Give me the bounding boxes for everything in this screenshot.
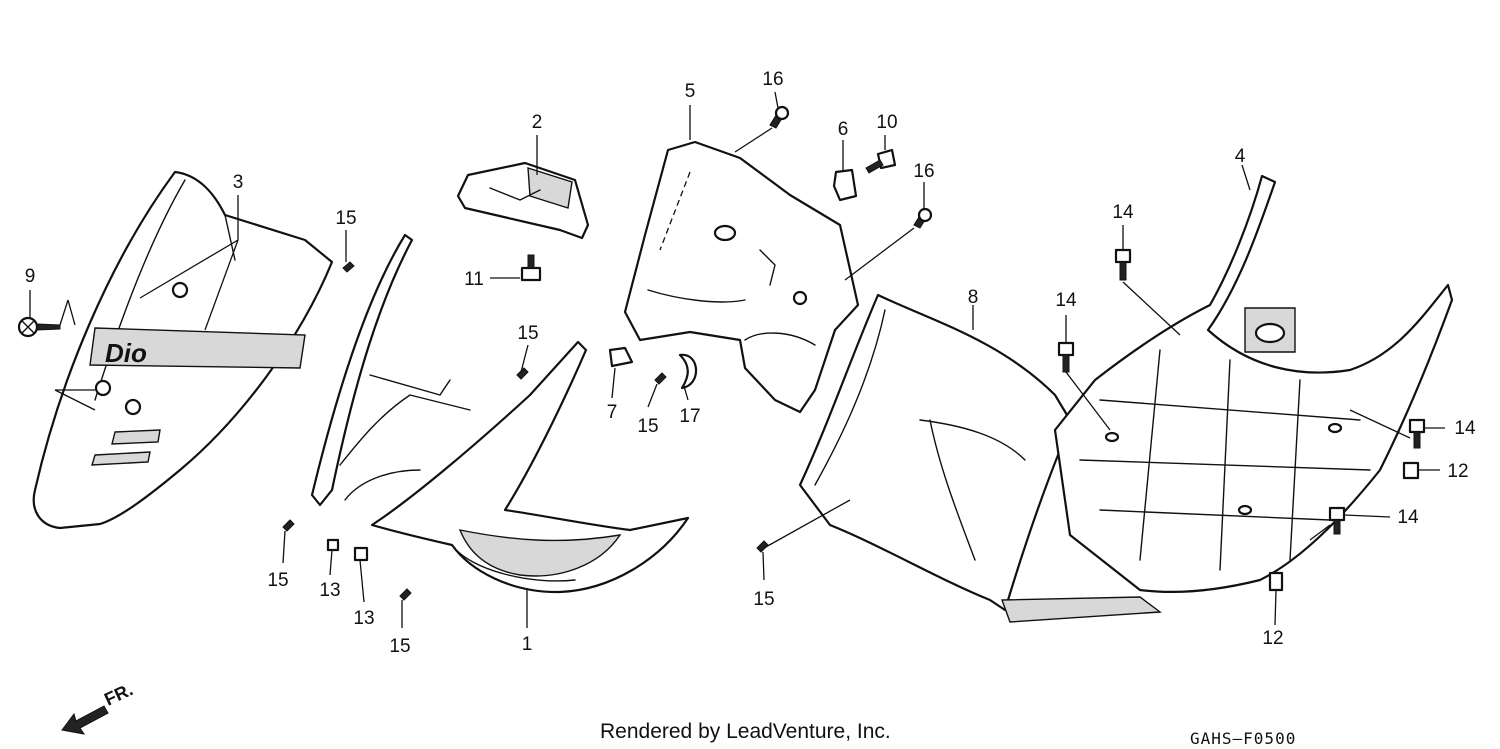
callout-14-c: 14 (1454, 418, 1476, 439)
callout-15-a: 15 (335, 208, 356, 229)
callout-17: 17 (679, 406, 700, 427)
callout-15-d: 15 (267, 570, 288, 591)
callout-7: 7 (607, 402, 618, 423)
callout-12-b: 12 (1262, 628, 1283, 649)
front-cover-part-3: Dio (32, 170, 334, 530)
callout-2: 2 (532, 112, 543, 133)
diagram-code: GAHS–F0500 (1190, 729, 1296, 748)
callout-14-b: 14 (1055, 290, 1077, 311)
callout-4: 4 (1235, 146, 1246, 167)
lower-cover-part-1 (310, 233, 690, 594)
inner-cover-part-5 (623, 140, 860, 414)
callout-15-e: 15 (389, 636, 410, 657)
fr-label: FR. (101, 679, 136, 709)
callout-14-a: 14 (1112, 202, 1134, 223)
callout-5: 5 (685, 81, 696, 102)
fasteners (17, 105, 1426, 601)
callout-15-b: 15 (517, 323, 538, 344)
leader-lines (29, 91, 1445, 628)
callout-13-b: 13 (353, 608, 374, 629)
render-credit: Rendered by LeadVenture, Inc. (600, 720, 891, 743)
callout-11: 11 (464, 269, 484, 290)
callout-15-f: 15 (753, 589, 774, 610)
callout-3: 3 (233, 172, 244, 193)
callout-6: 6 (838, 119, 849, 140)
callout-14-d: 14 (1397, 507, 1419, 528)
callout-13-a: 13 (319, 580, 340, 601)
emblem-lettering: Dio (105, 338, 147, 368)
callout-16-b: 16 (913, 161, 934, 182)
floor-panel-part-4 (1053, 174, 1454, 594)
front-direction-indicator: FR. (61, 679, 136, 735)
bracket-part-2 (456, 161, 590, 240)
leg-shield-part-8 (798, 293, 1162, 623)
callout-16-a: 16 (762, 69, 783, 90)
callout-12-a: 12 (1447, 461, 1468, 482)
callout-15-c: 15 (637, 416, 658, 437)
callout-1: 1 (522, 634, 533, 655)
callout-labels: 2 3 9 15 11 15 7 15 17 15 13 13 15 1 5 1… (25, 69, 1476, 657)
callout-10: 10 (876, 112, 897, 133)
callout-9: 9 (25, 266, 36, 287)
callout-8: 8 (968, 287, 979, 308)
front-arrow-icon (61, 705, 109, 735)
